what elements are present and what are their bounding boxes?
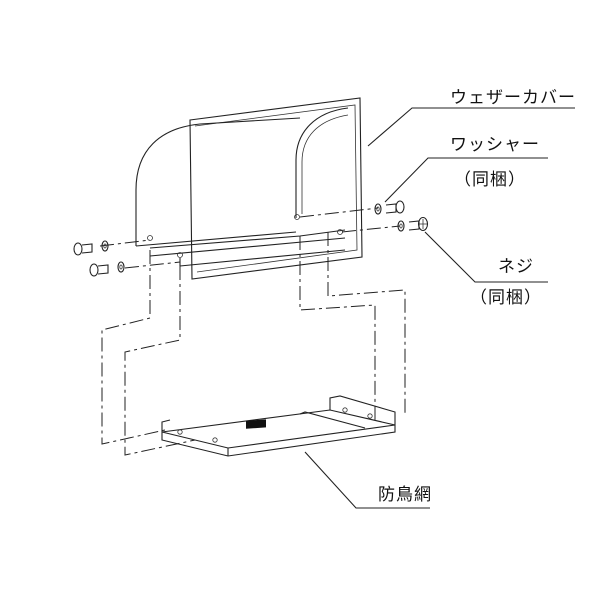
washer-note: （同梱） bbox=[454, 170, 526, 190]
cover-hood-front bbox=[135, 117, 301, 246]
net-hole bbox=[342, 407, 348, 413]
phantom-line-left-outer bbox=[101, 250, 166, 445]
screw-shank bbox=[408, 220, 420, 231]
leader-washer bbox=[384, 157, 548, 203]
cover-hole bbox=[147, 235, 153, 241]
washer-hole bbox=[376, 206, 380, 212]
washer-hole bbox=[103, 243, 107, 249]
leader-screw bbox=[424, 231, 548, 283]
bird-net-body bbox=[161, 409, 396, 449]
axis-line bbox=[299, 207, 379, 218]
cover-lip-top bbox=[149, 237, 346, 257]
phantom-line-right-inner bbox=[299, 236, 376, 420]
cover-bottom-front bbox=[135, 231, 297, 247]
washer-hole bbox=[119, 264, 123, 270]
net-hole bbox=[177, 429, 183, 435]
bird-net-inner-edge bbox=[299, 411, 366, 429]
cover-lip-bottom bbox=[179, 249, 346, 267]
washer-icon bbox=[374, 203, 382, 215]
net-mesh-patch bbox=[246, 419, 266, 429]
bird-net-left-tab bbox=[161, 419, 171, 432]
washer-icon bbox=[397, 220, 405, 232]
cover-hole bbox=[294, 214, 300, 220]
weather-cover-label: ウェザーカバー bbox=[450, 88, 576, 108]
axis-line bbox=[341, 225, 401, 233]
cover-back-flange-inner bbox=[194, 104, 358, 273]
weather-cover bbox=[135, 97, 363, 280]
phantom-line-right-outer bbox=[327, 232, 406, 414]
bird-net bbox=[161, 395, 396, 457]
bird-net-label: 防鳥網 bbox=[378, 485, 432, 505]
phantom-lines bbox=[101, 232, 406, 456]
axis-line bbox=[124, 261, 181, 269]
net-hole bbox=[212, 437, 218, 443]
screw-shank bbox=[97, 264, 109, 275]
left-fasteners bbox=[73, 240, 125, 277]
screw-note: （同梱） bbox=[470, 288, 542, 308]
screw-icon bbox=[89, 263, 99, 277]
phantom-line-left-inner bbox=[124, 266, 196, 456]
leader-lines bbox=[304, 107, 575, 509]
screw-icon bbox=[417, 216, 429, 232]
cover-hood-rear-inner bbox=[301, 114, 349, 214]
washer-label: ワッシャー bbox=[450, 135, 540, 155]
screw-label: ネジ bbox=[498, 257, 534, 277]
washer-icon bbox=[101, 240, 109, 252]
screw-shank bbox=[81, 243, 93, 254]
right-fasteners bbox=[374, 200, 429, 232]
washer-icon bbox=[117, 261, 125, 273]
cover-back-flange bbox=[189, 97, 363, 280]
screw-slot bbox=[419, 219, 427, 229]
cover-hood-rear bbox=[295, 107, 349, 218]
washer-hole bbox=[399, 223, 403, 229]
bird-net-right-flange bbox=[329, 395, 396, 425]
leader-bird-net bbox=[304, 451, 430, 509]
cover-bottom-edge bbox=[149, 229, 346, 249]
screw-icon bbox=[395, 200, 405, 214]
cover-hole bbox=[177, 252, 183, 258]
screw-shank bbox=[385, 203, 397, 214]
screw-icon bbox=[73, 242, 83, 256]
leader-weather-cover bbox=[367, 107, 575, 147]
net-hole bbox=[367, 413, 373, 419]
